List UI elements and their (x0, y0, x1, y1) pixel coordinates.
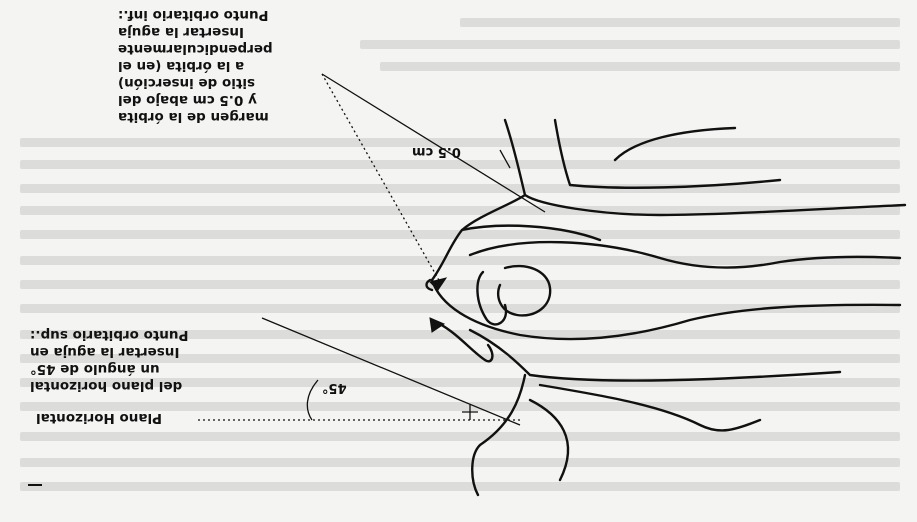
superior-point-line-3: perpendicularmente (118, 40, 313, 57)
cornea (477, 272, 506, 324)
upper-eyelid-inner (462, 226, 600, 240)
superior-point-line-7: margen de la órbita (118, 108, 313, 125)
inferior-point-line-4: del plano horizontal (30, 377, 230, 394)
inferior-point-label: del plano horizontal un ángulo de 45° In… (30, 326, 230, 394)
lower-bone-arc (540, 385, 760, 430)
lower-orbital-rim (472, 375, 525, 495)
superior-point-line-2: Insertar la aguja (118, 23, 313, 40)
lower-arrow-head (430, 318, 444, 332)
globe-outline (432, 280, 900, 339)
globe-upper (470, 242, 900, 267)
lower-bone-contour (470, 330, 840, 381)
superior-point-label: margen de la órbita y 0.5 cm abajo del s… (118, 6, 313, 125)
upper-arrow-line (322, 74, 440, 282)
lower-bone-inner (530, 400, 568, 480)
angle-arc (307, 380, 318, 420)
superior-point-line-1: Punto orbitario inf.: (118, 6, 313, 23)
inferior-point-line-1: Punto orbitario sup.: (30, 326, 230, 343)
horizontal-plane-label: Plano Horizontal (36, 410, 162, 426)
inferior-point-line-2: Insertar la aguja en (30, 343, 230, 360)
superior-point-line-5: sitio de inserción) (118, 74, 313, 91)
inferior-point-line-3: un ángulo de 45° (30, 360, 230, 377)
angle-label: 45° (322, 380, 347, 395)
distance-label: 0.5 cm (412, 144, 461, 159)
lower-needle-line (262, 318, 520, 425)
upper-bone-contour (555, 120, 780, 188)
upper-bone-hook (615, 128, 735, 160)
superior-point-line-6: y 0.5 cm abajo del (118, 91, 313, 108)
distance-tick (500, 150, 510, 168)
page-corner-mark (28, 484, 42, 486)
superior-point-line-4: a la órbita (en el (118, 57, 313, 74)
